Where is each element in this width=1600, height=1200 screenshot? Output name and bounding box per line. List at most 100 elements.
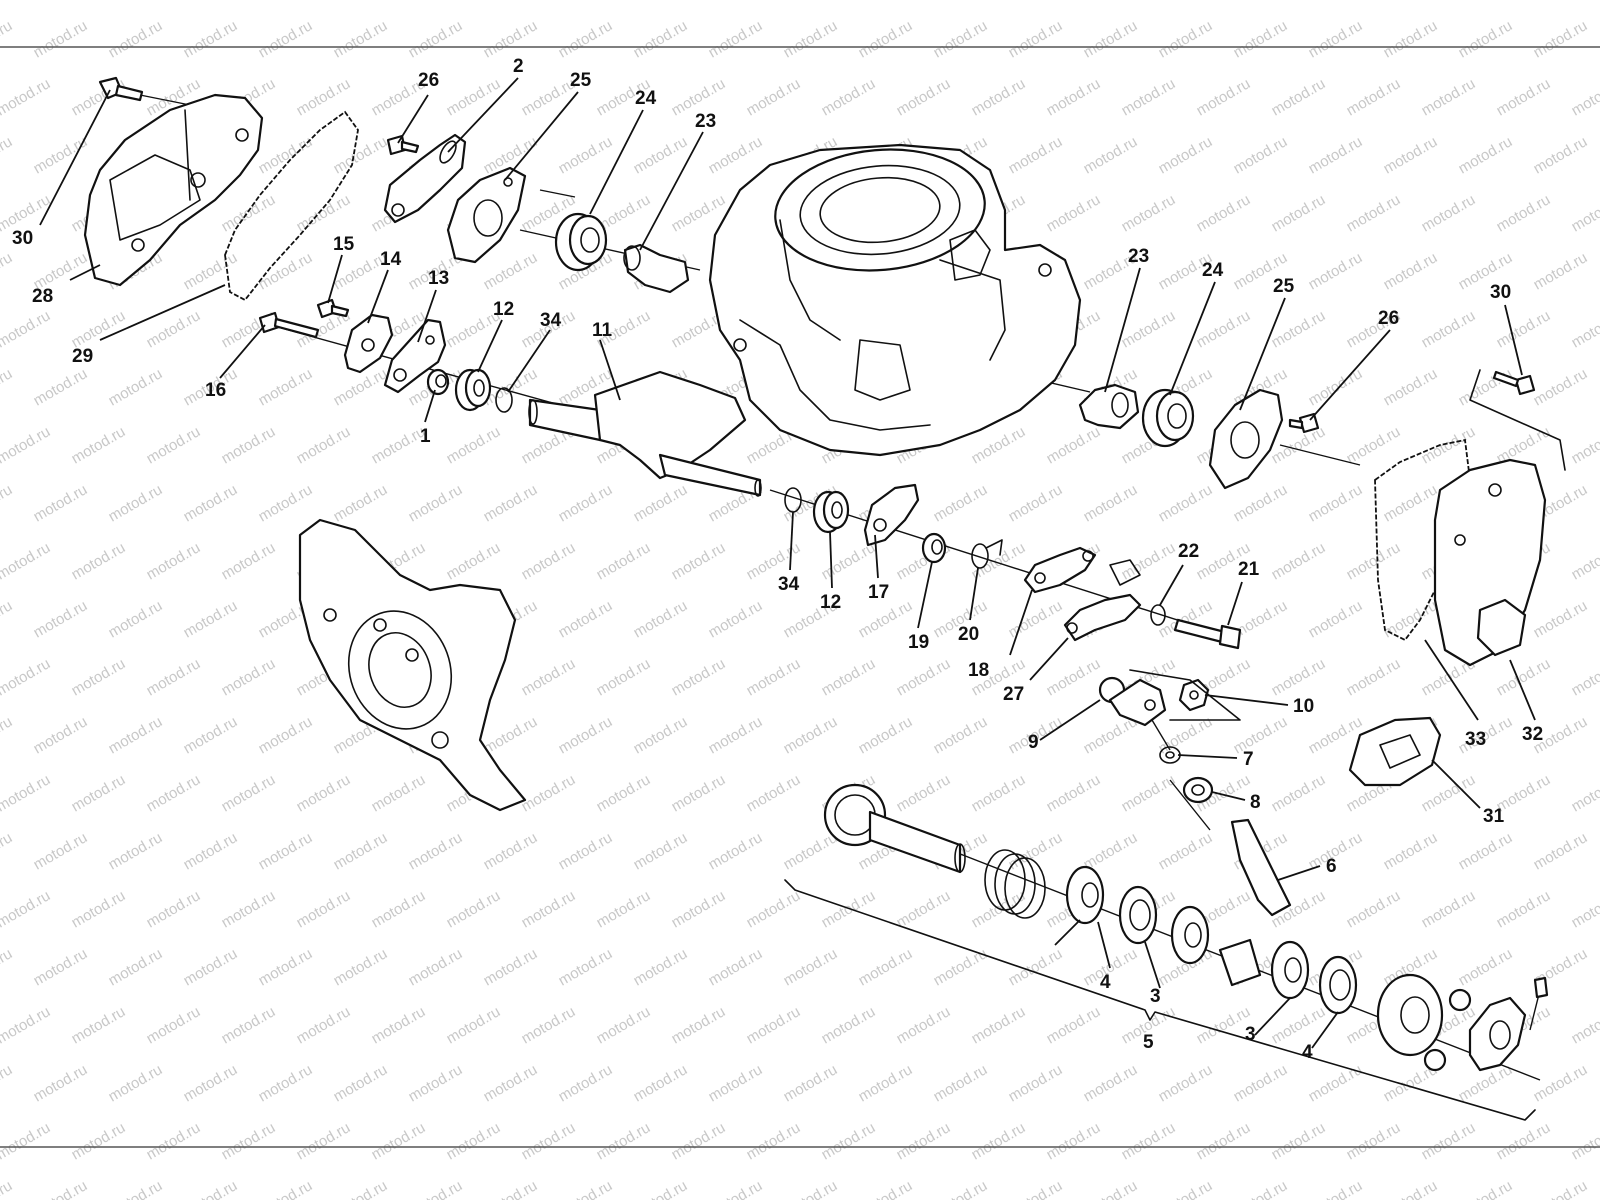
watermark-text: motod.ru — [931, 17, 991, 61]
watermark-text: motod.ru — [0, 365, 15, 409]
callout-19: 19 — [908, 632, 929, 653]
watermark-text: motod.ru — [744, 1003, 804, 1047]
watermark-text: motod.ru — [219, 191, 279, 235]
callout-22: 22 — [1178, 541, 1199, 562]
watermark-text: motod.ru — [556, 829, 616, 873]
callout-13: 13 — [428, 268, 449, 289]
watermark-text: motod.ru — [781, 17, 841, 61]
watermark-text: motod.ru — [1156, 1177, 1216, 1200]
watermark-text: motod.ru — [819, 539, 879, 583]
watermark-text: motod.ru — [556, 1177, 616, 1200]
watermark-text: motod.ru — [1306, 249, 1366, 293]
callout-28: 28 — [32, 286, 53, 307]
watermark-text: motod.ru — [1119, 771, 1179, 815]
part-34-circlip-lower — [784, 487, 802, 513]
watermark-text: motod.ru — [669, 771, 729, 815]
watermark-text: motod.ru — [1494, 0, 1554, 3]
watermark-text: motod.ru — [1381, 829, 1441, 873]
callout-30: 30 — [12, 228, 33, 249]
watermark-text: motod.ru — [0, 0, 53, 3]
watermark-text: motod.ru — [331, 481, 391, 525]
watermark-text: motod.ru — [1344, 1119, 1404, 1163]
watermark-text: motod.ru — [969, 771, 1029, 815]
callout-16: 16 — [205, 380, 226, 401]
watermark-text: motod.ru — [144, 0, 204, 3]
watermark-text: motod.ru — [1006, 1061, 1066, 1105]
watermark-text: motod.ru — [894, 0, 954, 3]
watermark-text: motod.ru — [144, 655, 204, 699]
watermark-text: motod.ru — [1306, 365, 1366, 409]
watermark-text: motod.ru — [1531, 365, 1591, 409]
watermark-text: motod.ru — [0, 1119, 53, 1163]
watermark-text: motod.ru — [444, 1003, 504, 1047]
watermark-text: motod.ru — [256, 713, 316, 757]
callout-8: 8 — [1250, 792, 1261, 813]
watermark-text: motod.ru — [0, 423, 53, 467]
callout-34: 34 — [540, 310, 562, 331]
callout-15: 15 — [333, 234, 355, 255]
watermark-text: motod.ru — [969, 75, 1029, 119]
watermark-text: motod.ru — [106, 1177, 166, 1200]
watermark-text: motod.ru — [1269, 655, 1329, 699]
watermark-text: motod.ru — [519, 655, 579, 699]
watermark-text: motod.ru — [1269, 771, 1329, 815]
callout-26-right: 26 — [1378, 308, 1399, 329]
watermark-text: motod.ru — [1156, 17, 1216, 61]
part-2-plate — [383, 133, 467, 224]
watermark-text: motod.ru — [1419, 887, 1479, 931]
watermark-text: motod.ru — [631, 945, 691, 989]
watermark-text: motod.ru — [706, 133, 766, 177]
callout-25-right: 25 — [1273, 276, 1295, 297]
watermark-text: motod.ru — [144, 887, 204, 931]
watermark-text: motod.ru — [1531, 829, 1591, 873]
callout-3-second: 3 — [1245, 1024, 1256, 1045]
watermark-text: motod.ru — [331, 17, 391, 61]
part-10-nut — [1129, 669, 1241, 721]
watermark-text: motod.ru — [1194, 1119, 1254, 1163]
callout-12-lower: 12 — [820, 592, 841, 613]
watermark-text: motod.ru — [144, 539, 204, 583]
watermark-text: motod.ru — [669, 1119, 729, 1163]
watermark-text: motod.ru — [594, 0, 654, 3]
watermark-text: motod.ru — [781, 1061, 841, 1105]
watermark-text: motod.ru — [856, 597, 916, 641]
watermark-text: motod.ru — [931, 945, 991, 989]
watermark-text: motod.ru — [331, 945, 391, 989]
watermark-text: motod.ru — [481, 713, 541, 757]
watermark-text: motod.ru — [406, 945, 466, 989]
watermark-text: motod.ru — [856, 17, 916, 61]
part-14-plate — [343, 313, 394, 374]
watermark-text: motod.ru — [894, 771, 954, 815]
watermark-text: motod.ru — [1119, 0, 1179, 3]
watermark-text: motod.ru — [631, 829, 691, 873]
watermark-text: motod.ru — [1569, 887, 1600, 931]
watermark-text: motod.ru — [931, 713, 991, 757]
watermark-text: motod.ru — [181, 597, 241, 641]
watermark-text: motod.ru — [556, 133, 616, 177]
watermark-text: motod.ru — [1044, 1119, 1104, 1163]
watermark-text: motod.ru — [1381, 249, 1441, 293]
watermark-text: motod.ru — [1044, 191, 1104, 235]
watermark-text: motod.ru — [556, 17, 616, 61]
watermark-text: motod.ru — [1306, 133, 1366, 177]
watermark-text: motod.ru — [294, 75, 354, 119]
watermark-text: motod.ru — [481, 1177, 541, 1200]
watermark-text: motod.ru — [1306, 17, 1366, 61]
watermark-text: motod.ru — [1381, 17, 1441, 61]
callout-29: 29 — [72, 346, 93, 367]
watermark-text: motod.ru — [406, 1061, 466, 1105]
watermark-text: motod.ru — [744, 0, 804, 3]
callout-24: 24 — [635, 88, 657, 109]
watermark-text: motod.ru — [631, 1177, 691, 1200]
watermark-text: motod.ru — [31, 945, 91, 989]
watermark-text: motod.ru — [1081, 1177, 1141, 1200]
watermark-text: motod.ru — [1381, 365, 1441, 409]
watermark-text: motod.ru — [1494, 887, 1554, 931]
watermark-text: motod.ru — [556, 713, 616, 757]
watermark-text: motod.ru — [181, 713, 241, 757]
part-8-washer — [1182, 776, 1214, 804]
watermark-text: motod.ru — [1569, 0, 1600, 3]
watermark-text: motod.ru — [1156, 1061, 1216, 1105]
watermark-text: motod.ru — [1531, 1177, 1591, 1200]
watermark-text: motod.ru — [594, 539, 654, 583]
